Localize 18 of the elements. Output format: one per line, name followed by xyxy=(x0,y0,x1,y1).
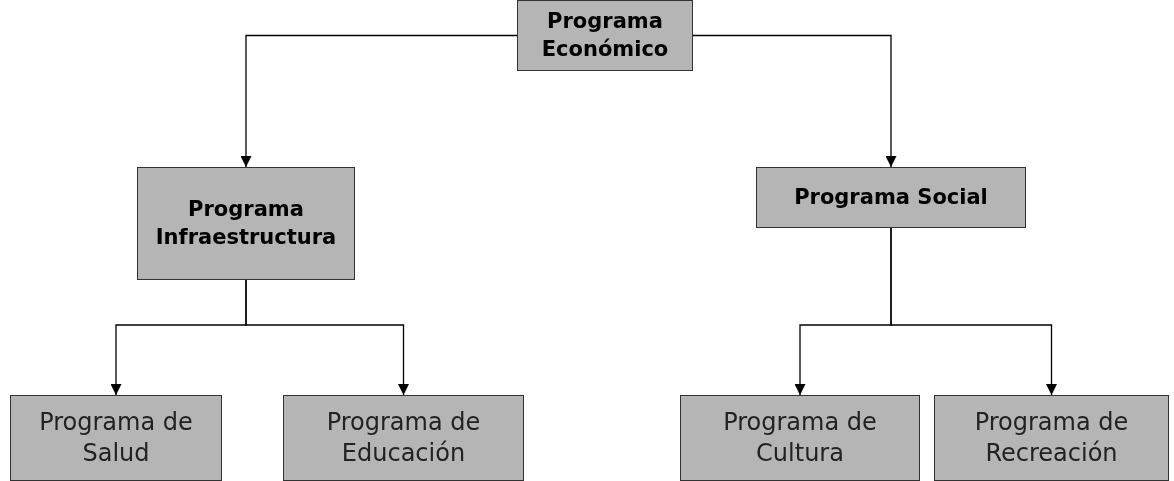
program-box xyxy=(934,395,1169,481)
box-label: Programa de Educación xyxy=(325,406,482,469)
box-label: Programa de Salud xyxy=(38,406,194,469)
program-box xyxy=(680,395,920,481)
box-label: Programa Infraestructura xyxy=(154,196,338,251)
box-label: Programa Social xyxy=(793,183,989,211)
arrow xyxy=(240,34,518,168)
arrow xyxy=(692,34,897,168)
box-label: Programa de Recreación xyxy=(973,406,1130,469)
program-box xyxy=(756,167,1026,228)
program-box xyxy=(10,395,222,481)
arrow xyxy=(245,279,409,396)
program-box xyxy=(283,395,524,481)
arrow xyxy=(890,227,1057,396)
box-label: Programa de Cultura xyxy=(722,406,878,469)
program-box xyxy=(517,0,693,71)
program-box xyxy=(137,167,355,280)
box-label: Programa Económico xyxy=(540,8,670,63)
